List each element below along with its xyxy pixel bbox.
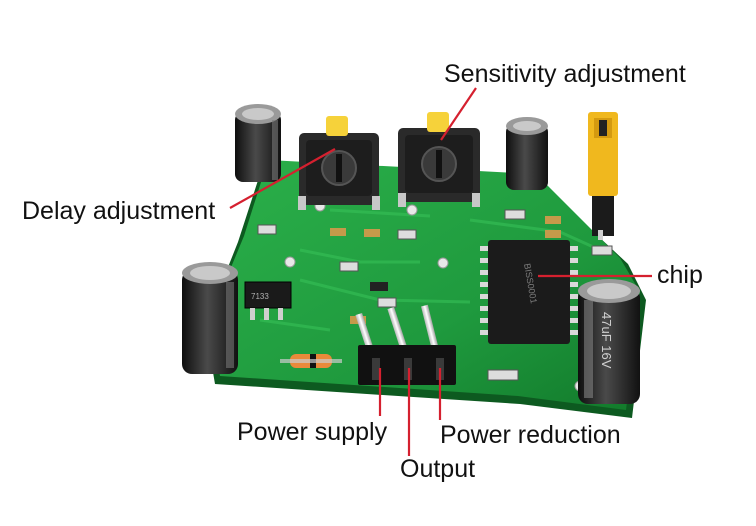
ic-chip: BISS0001 bbox=[480, 240, 578, 344]
label-sensitivity-adjustment: Sensitivity adjustment bbox=[444, 60, 686, 88]
capacitor-bottom-right: 47uF 16V bbox=[578, 279, 640, 404]
voltage-regulator: 7133 bbox=[244, 281, 292, 320]
label-output: Output bbox=[400, 455, 476, 483]
potentiometer-sensitivity bbox=[398, 112, 480, 207]
regulator-marking: 7133 bbox=[251, 292, 269, 301]
diode bbox=[280, 354, 342, 368]
label-power-reduction: Power reduction bbox=[440, 421, 621, 449]
smd-components bbox=[257, 209, 613, 381]
pointer-delay bbox=[229, 148, 336, 209]
capacitor-marking: 47uF 16V bbox=[599, 312, 614, 369]
pointer-sensitivity bbox=[440, 87, 477, 141]
label-chip: chip bbox=[657, 261, 703, 289]
pointer-lines bbox=[229, 87, 652, 456]
capacitor-top-right bbox=[506, 117, 548, 190]
capacitor-top-left bbox=[235, 104, 281, 182]
jumper-header bbox=[588, 112, 618, 240]
label-delay-adjustment: Delay adjustment bbox=[22, 197, 216, 225]
potentiometer-delay bbox=[298, 116, 380, 210]
capacitor-bottom-left bbox=[182, 262, 238, 374]
label-power-supply: Power supply bbox=[237, 418, 388, 446]
